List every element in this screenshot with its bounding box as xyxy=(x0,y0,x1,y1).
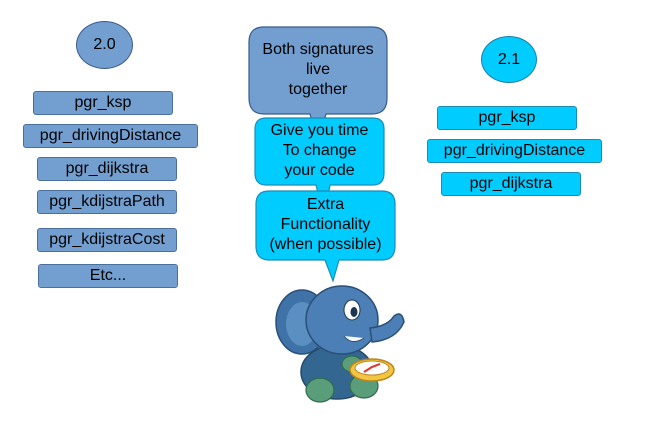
version-2-1-circle: 2.1 xyxy=(481,36,537,83)
old-function-pgr-drivingdistance: pgr_drivingDistance xyxy=(23,124,198,148)
callout-extra-functionality: Extra Functionality (when possible) xyxy=(255,190,396,282)
version-2-0-label: 2.0 xyxy=(93,36,116,53)
elephant-mascot-icon xyxy=(272,280,407,405)
callout-give-you-time: Give you time To change your code xyxy=(254,117,385,220)
version-2-1-label: 2.1 xyxy=(497,50,521,68)
old-function-pgr-kdijstracost: pgr_kdijstraCost xyxy=(37,228,177,252)
new-function-pgr-drivingdistance: pgr_drivingDistance xyxy=(427,139,602,163)
new-function-pgr-ksp: pgr_ksp xyxy=(437,106,577,130)
old-function-pgr-kdijstrapath: pgr_kdijstraPath xyxy=(37,190,177,214)
old-function-pgr-ksp: pgr_ksp xyxy=(33,91,173,115)
callout-shape xyxy=(255,190,396,282)
version-2-0-circle: 2.0 xyxy=(76,21,133,69)
old-function-pgr-dijkstra: pgr_dijkstra xyxy=(37,157,177,181)
callout-both-signatures: Both signatures live together xyxy=(248,26,388,144)
old-function-etc: Etc... xyxy=(38,264,178,288)
new-function-pgr-dijkstra: pgr_dijkstra xyxy=(441,172,581,196)
